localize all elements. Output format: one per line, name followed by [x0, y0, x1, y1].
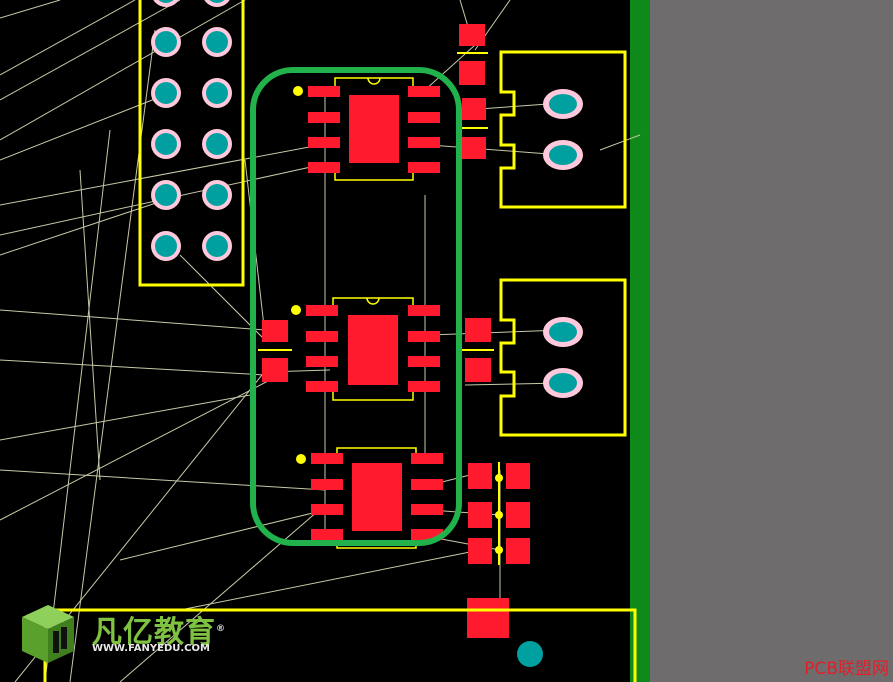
- fanyedu-cube-icon: [22, 605, 74, 663]
- board-edge: [630, 0, 650, 682]
- pin-header-pins: [151, 0, 232, 261]
- pin-header-outline: [138, 0, 245, 287]
- fanyedu-logo: 凡亿教育® WWW.FANYEDU.COM: [18, 603, 248, 665]
- via[interactable]: [517, 641, 543, 667]
- selection-highlight: [250, 67, 462, 546]
- passive-components[interactable]: [258, 24, 530, 638]
- logo-url: WWW.FANYEDU.COM: [92, 643, 210, 654]
- ic-u2[interactable]: [291, 297, 440, 401]
- ic-u1[interactable]: [293, 77, 440, 181]
- ic-u3[interactable]: [296, 447, 443, 549]
- watermark-text: PCB联盟网: [804, 659, 889, 679]
- logo-name: 凡亿教育®: [92, 615, 226, 650]
- workspace-side-panel: [650, 0, 893, 682]
- connector-j2[interactable]: [499, 278, 627, 437]
- connector-j1[interactable]: [499, 50, 627, 209]
